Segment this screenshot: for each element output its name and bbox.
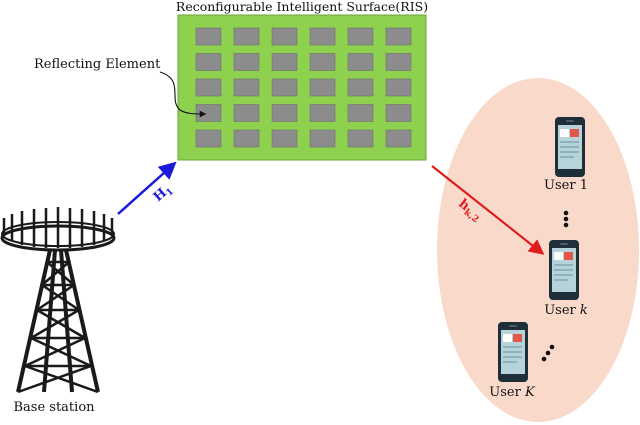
ris-panel — [177, 14, 427, 161]
ris-reflecting-element — [309, 78, 336, 97]
ris-reflecting-element — [385, 129, 412, 148]
reflecting-element-pointer — [159, 71, 207, 118]
channel-hk2-arrow — [431, 165, 545, 255]
ris-reflecting-element — [271, 53, 298, 71]
ris-reflecting-element — [233, 104, 260, 122]
ris-reflecting-element — [233, 53, 260, 71]
ris-reflecting-element — [271, 104, 298, 122]
ris-reflecting-element — [347, 104, 374, 122]
diagonal-ellipsis-icon — [541, 344, 555, 362]
ris-reflecting-element — [233, 78, 260, 97]
ris-reflecting-element — [347, 129, 374, 148]
phone-icon-user-K — [498, 322, 528, 382]
user-K-label: User K — [489, 385, 536, 400]
ris-reflecting-element — [271, 27, 298, 46]
ris-element-grid — [195, 27, 412, 148]
ris-reflecting-element — [309, 53, 336, 71]
ris-reflecting-element — [233, 129, 260, 148]
ris-reflecting-element — [195, 129, 222, 148]
ris-reflecting-element — [385, 104, 412, 122]
ris-reflecting-element — [271, 129, 298, 148]
phone-icon-user-1 — [555, 117, 585, 177]
ris-reflecting-element — [385, 27, 412, 46]
ris-reflecting-element — [309, 129, 336, 148]
reflecting-element-label: Reflecting Element — [34, 57, 161, 72]
phone-icon-user-k — [549, 240, 579, 300]
ris-reflecting-element — [195, 27, 222, 46]
channel-h1-arrow — [117, 161, 177, 215]
ris-title: Reconfigurable Intelligent Surface(RIS) — [176, 0, 428, 14]
ris-reflecting-element — [309, 27, 336, 46]
ris-reflecting-element — [233, 27, 260, 46]
ris-reflecting-element — [347, 78, 374, 97]
vertical-ellipsis-icon — [563, 210, 569, 228]
ris-reflecting-element — [195, 78, 222, 97]
ris-reflecting-element — [385, 78, 412, 97]
ris-reflecting-element — [271, 78, 298, 97]
ris-reflecting-element — [195, 53, 222, 71]
ris-reflecting-element — [385, 53, 412, 71]
user-k-label: User k — [544, 303, 588, 318]
ris-reflecting-element — [309, 104, 336, 122]
base-station-tower-icon — [0, 207, 116, 394]
base-station-label: Base station — [13, 400, 95, 415]
channel-h1-label: H1 — [151, 182, 176, 207]
ris-reflecting-element — [347, 53, 374, 71]
ris-reflecting-element — [195, 104, 222, 122]
ris-reflecting-element — [347, 27, 374, 46]
user-1-label: User 1 — [544, 178, 588, 193]
